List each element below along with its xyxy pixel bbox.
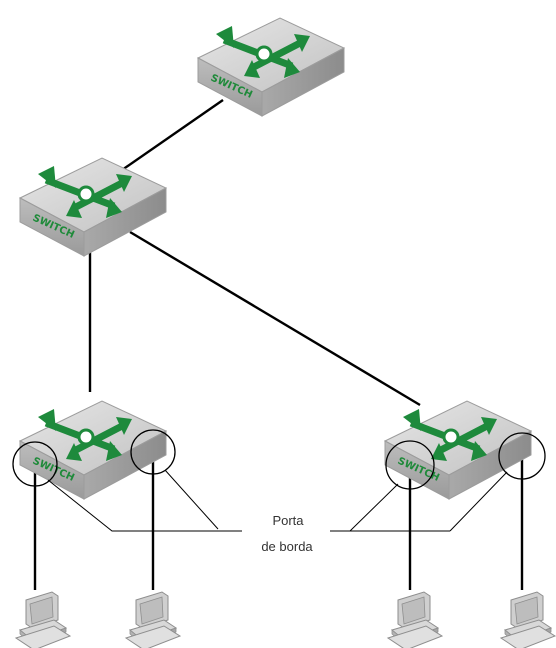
switch-access-left: SWITCH <box>18 400 168 500</box>
callout-leader-line <box>47 479 242 532</box>
switch-access-right: SWITCH <box>383 400 533 500</box>
edge-port-circle <box>130 429 176 475</box>
callout-leader-line <box>449 471 508 532</box>
edge-port-circle <box>12 441 58 487</box>
cables <box>33 99 524 590</box>
cable-distribution-to-right-access <box>129 230 421 407</box>
computer-icon <box>387 591 443 648</box>
computer-icon <box>125 591 181 648</box>
callout-leader-line <box>164 469 219 530</box>
edge-port-circle <box>498 432 546 480</box>
callout-label-line1: Porta <box>272 513 304 528</box>
callout-label-line2: de borda <box>261 539 313 554</box>
computer-icon <box>500 591 556 648</box>
cable-core-to-distribution <box>121 99 224 171</box>
edge-port-circle <box>385 440 435 490</box>
callout-leader-line <box>330 483 399 532</box>
computer-icon <box>15 591 71 648</box>
